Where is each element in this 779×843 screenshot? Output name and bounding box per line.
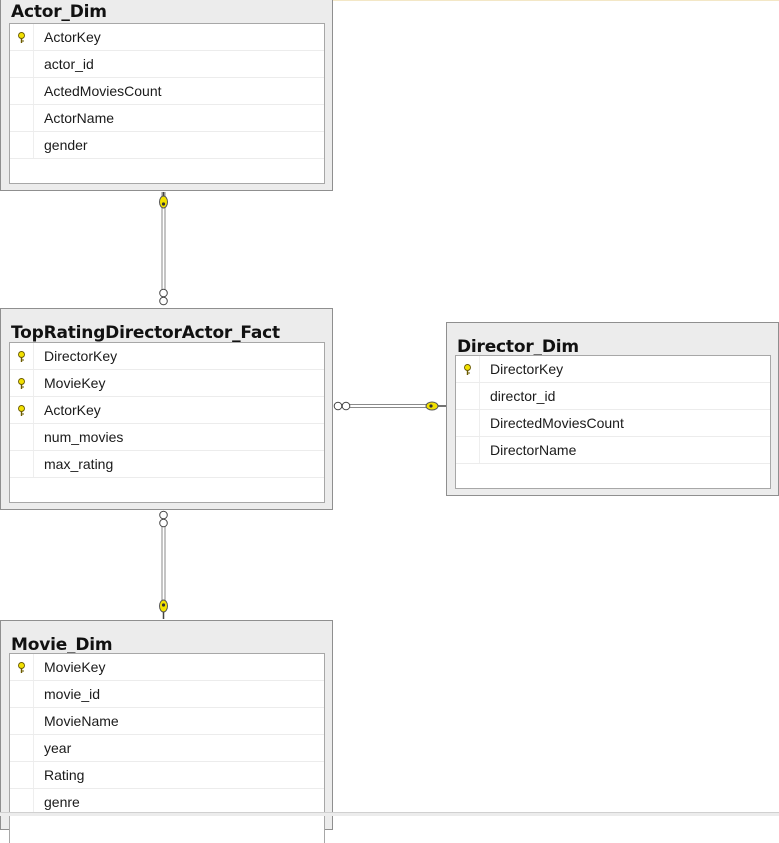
row-gutter (10, 132, 34, 158)
table-movie-dim[interactable]: Movie_Dim MovieKey movie_id MovieName ye… (0, 620, 333, 843)
column-row[interactable]: ActorKey (10, 397, 324, 424)
row-gutter (10, 105, 34, 131)
row-gutter (456, 410, 480, 436)
row-gutter (456, 383, 480, 409)
infinity-icon (159, 510, 168, 528)
row-gutter (10, 735, 34, 761)
row-gutter (10, 708, 34, 734)
key-icon (464, 364, 471, 375)
row-gutter (10, 78, 34, 104)
column-name: DirectedMoviesCount (490, 415, 624, 431)
key-icon (18, 405, 25, 416)
column-name: MovieKey (44, 659, 106, 675)
column-name: DirectorKey (44, 348, 118, 364)
column-grid: DirectorKey director_id DirectedMoviesCo… (455, 355, 771, 489)
column-row[interactable]: MovieName (10, 708, 324, 735)
column-row[interactable]: ActedMoviesCount (10, 78, 324, 105)
row-gutter (10, 397, 34, 423)
row-gutter (10, 789, 34, 815)
row-gutter (10, 24, 34, 50)
column-row[interactable]: DirectedMoviesCount (456, 410, 770, 437)
relationship-fact-director[interactable] (333, 401, 446, 411)
column-name: ActorKey (44, 29, 101, 45)
relationship-lines (159, 188, 446, 619)
column-name: ActorKey (44, 402, 101, 418)
column-name: max_rating (44, 456, 114, 472)
column-grid: ActorKey actor_id ActedMoviesCount Actor… (9, 23, 325, 184)
row-gutter (10, 654, 34, 680)
column-name: genre (44, 794, 80, 810)
row-gutter (456, 437, 480, 463)
empty-row[interactable] (10, 159, 324, 186)
column-name: MovieName (44, 713, 119, 729)
table-title: Director_Dim (457, 337, 579, 357)
column-row[interactable]: gender (10, 132, 324, 159)
row-gutter (10, 681, 34, 707)
column-row[interactable]: DirectorKey (456, 356, 770, 383)
row-gutter (10, 424, 34, 450)
column-row[interactable]: ActorKey (10, 24, 324, 51)
row-gutter (10, 478, 34, 504)
row-gutter (456, 464, 480, 490)
key-icon (159, 192, 168, 209)
column-row[interactable]: num_movies (10, 424, 324, 451)
top-border (0, 0, 779, 1)
column-row[interactable]: year (10, 735, 324, 762)
column-name: MovieKey (44, 375, 106, 391)
column-name: gender (44, 137, 88, 153)
column-row[interactable]: movie_id (10, 681, 324, 708)
column-name: year (44, 740, 72, 756)
column-row[interactable]: DirectorKey (10, 343, 324, 370)
relationship-actor-fact[interactable] (159, 188, 220, 306)
key-icon (425, 401, 446, 411)
column-name: ActorName (44, 110, 115, 126)
relationship-fact-movie[interactable] (159, 510, 168, 619)
table-actor-dim[interactable]: Actor_Dim ActorKey actor_id ActedMoviesC… (0, 0, 333, 191)
key-icon (18, 378, 25, 389)
column-row[interactable]: MovieKey (10, 654, 324, 681)
column-grid: DirectorKey MovieKey ActorKey (9, 342, 325, 503)
row-gutter (456, 356, 480, 382)
column-name: movie_id (44, 686, 101, 702)
column-row[interactable]: ActorName (10, 105, 324, 132)
column-name: DirectorKey (490, 361, 564, 377)
column-name: num_movies (44, 429, 124, 445)
column-name: director_id (490, 388, 556, 404)
empty-row[interactable] (456, 464, 770, 491)
key-icon (18, 351, 25, 362)
table-director-dim[interactable]: Director_Dim DirectorKey director_id Dir… (446, 322, 779, 496)
key-icon (18, 662, 25, 673)
table-fact[interactable]: TopRatingDirectorActor_Fact DirectorKey (0, 308, 333, 510)
column-grid: MovieKey movie_id MovieName year Rating … (9, 653, 325, 843)
empty-row[interactable] (10, 478, 324, 505)
column-name: actor_id (44, 56, 94, 72)
column-row[interactable]: max_rating (10, 451, 324, 478)
key-icon (18, 32, 25, 43)
column-name: ActedMoviesCount (44, 83, 162, 99)
row-gutter (10, 451, 34, 477)
table-title: TopRatingDirectorActor_Fact (11, 323, 280, 343)
row-gutter (10, 159, 34, 185)
row-gutter (10, 762, 34, 788)
table-title: Movie_Dim (11, 635, 113, 655)
horizontal-scrollbar-edge (0, 812, 779, 816)
column-name: DirectorName (490, 442, 577, 458)
column-row[interactable]: MovieKey (10, 370, 324, 397)
infinity-icon (333, 401, 351, 411)
table-title: Actor_Dim (11, 2, 107, 22)
column-row[interactable]: Rating (10, 762, 324, 789)
key-icon (159, 599, 168, 619)
column-row[interactable]: actor_id (10, 51, 324, 78)
row-gutter (10, 343, 34, 369)
infinity-icon (159, 288, 168, 306)
column-row[interactable]: DirectorName (456, 437, 770, 464)
column-row[interactable]: director_id (456, 383, 770, 410)
row-gutter (10, 51, 34, 77)
column-name: Rating (44, 767, 85, 783)
row-gutter (10, 370, 34, 396)
